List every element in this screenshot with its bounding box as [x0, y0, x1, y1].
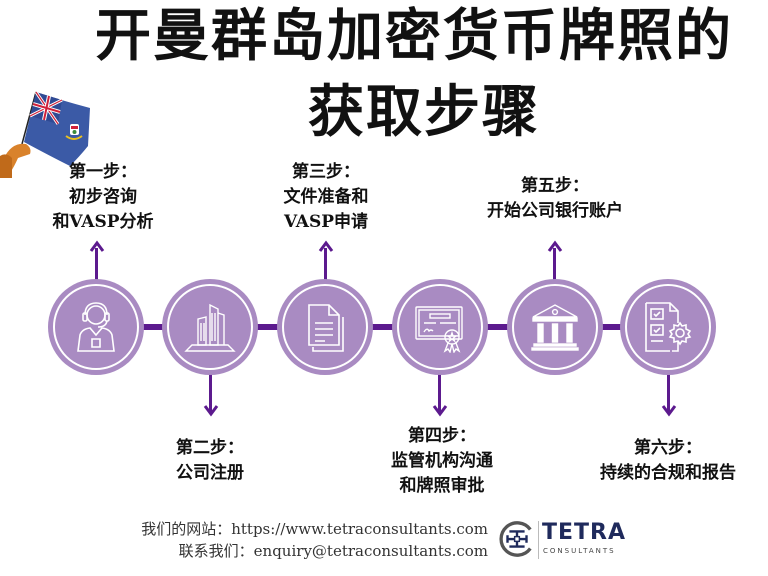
step-1-circle	[50, 281, 142, 373]
page-title-line-1: 开曼群岛加密货币牌照的	[95, 3, 733, 69]
step-4-number: 第四步：	[408, 426, 476, 446]
office-building-icon	[184, 303, 236, 352]
step-5-number: 第五步：	[521, 176, 589, 196]
contact-email-text: 联系我们：enquiry@tetraconsultants.com	[178, 542, 488, 560]
step-5-connector	[553, 248, 556, 280]
step-3-text-line-2: VASP申请	[283, 212, 369, 232]
logo-subtitle: CONSULTANTS	[543, 547, 616, 555]
timeline-connector	[96, 324, 668, 330]
step-4-connector	[438, 374, 441, 412]
arrow-up-icon	[318, 240, 333, 252]
step-1-text-line-1: 初步咨询	[69, 187, 137, 207]
step-6-connector	[667, 374, 670, 412]
step-2-connector	[209, 374, 212, 412]
step-2-number: 第二步：	[176, 438, 244, 458]
tetra-logo-mark-icon	[499, 521, 532, 557]
arrow-up-icon	[89, 240, 104, 252]
arrow-down-icon	[203, 405, 218, 417]
step-3-connector	[324, 248, 327, 280]
step-1-number: 第一步：	[69, 162, 137, 182]
arrow-down-icon	[432, 405, 447, 417]
step-2-circle	[164, 281, 256, 373]
step-3-label: 第三步： 文件准备和 VASP申请	[284, 160, 369, 235]
step-1-connector	[95, 248, 98, 280]
tetra-consultants-logo: TETRA CONSULTANTS	[498, 518, 628, 562]
step-3-text-line-1: 文件准备和	[283, 187, 369, 207]
step-3-number: 第三步：	[292, 162, 360, 182]
step-5-circle	[509, 281, 601, 373]
step-6-number: 第六步：	[634, 438, 702, 458]
step-1-text-line-2: 和VASP分析	[52, 212, 154, 232]
documents-icon	[308, 304, 344, 352]
customer-support-icon	[77, 302, 115, 352]
arrow-down-icon	[661, 405, 676, 417]
step-6-circle	[622, 281, 714, 373]
step-2-label: 第二步： 公司注册	[176, 436, 244, 486]
step-6-text-line-1: 持续的合规和报告	[600, 463, 736, 483]
step-5-text-line-1: 开始公司银行账户	[487, 201, 623, 221]
certificate-icon	[415, 306, 463, 353]
logo-divider	[538, 521, 539, 559]
step-4-text-line-2: 和牌照审批	[399, 476, 485, 496]
step-3-circle	[279, 281, 371, 373]
website-text: 我们的网站：https://www.tetraconsultants.com	[141, 520, 488, 538]
logo-name: TETRA	[542, 520, 627, 545]
step-6-label: 第六步： 持续的合规和报告	[600, 436, 736, 486]
cayman-flag-icon	[0, 91, 90, 178]
step-1-label: 第一步： 初步咨询 和VASP分析	[52, 160, 153, 235]
bank-icon	[531, 304, 579, 351]
compliance-checklist-gear-icon	[645, 302, 692, 352]
step-4-text-line-1: 监管机构沟通	[391, 451, 493, 471]
page-title-line-2: 获取步骤	[308, 79, 540, 145]
arrow-up-icon	[547, 240, 562, 252]
step-5-label: 第五步： 开始公司银行账户	[487, 174, 623, 224]
step-4-label: 第四步： 监管机构沟通 和牌照审批	[391, 424, 493, 499]
step-4-circle	[394, 281, 486, 373]
step-2-text-line-1: 公司注册	[176, 463, 244, 483]
